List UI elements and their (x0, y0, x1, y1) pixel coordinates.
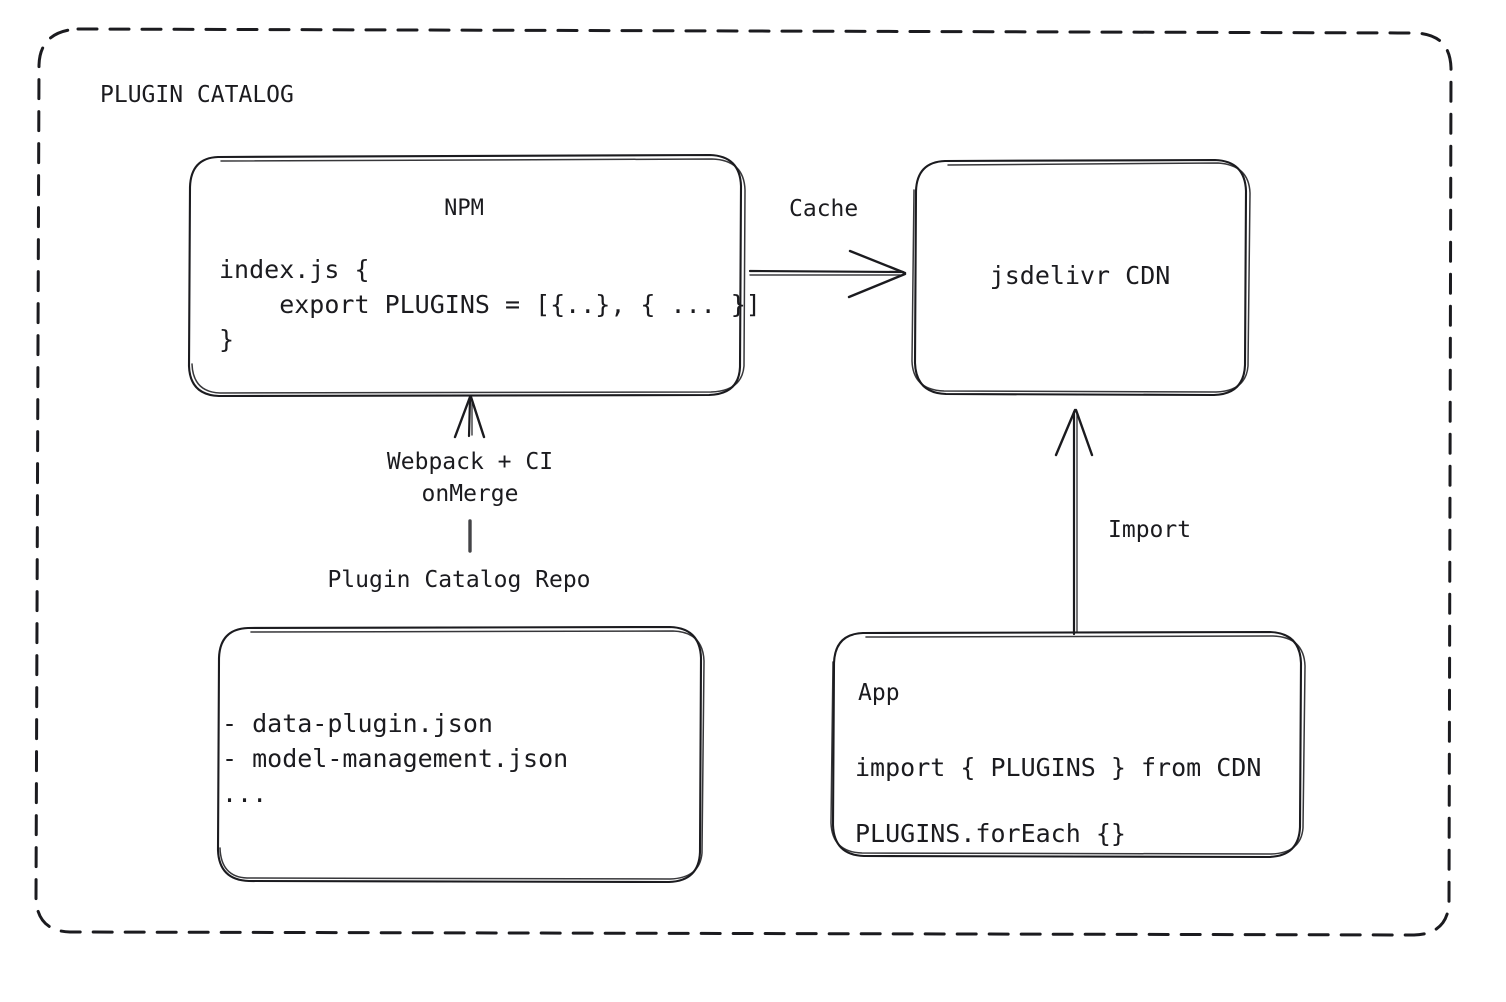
npm-node-box[interactable] (187, 153, 746, 398)
arrow-repo-to-npm (453, 395, 486, 553)
repo-node-file-list: - data-plugin.json - model-management.js… (222, 709, 569, 808)
app-node-title: App (858, 680, 900, 706)
cdn-node-title: jsdelivr CDN (989, 261, 1171, 290)
cdn-node-box[interactable] (911, 158, 1251, 397)
repo-node-box[interactable] (216, 625, 705, 884)
npm-node-code: index.js { export PLUGINS = [{..}, { ...… (219, 255, 761, 354)
app-node-code: import { PLUGINS } from CDN PLUGINS.forE… (855, 753, 1262, 848)
npm-node-title: NPM (444, 196, 484, 221)
plugin-catalog-container (34, 27, 1453, 937)
repo-node-caption: Plugin Catalog Repo (327, 567, 591, 593)
arrow-npm-to-cdn (748, 249, 907, 299)
arrow-app-to-cdn (1054, 408, 1094, 636)
app-node-box[interactable] (830, 630, 1306, 859)
edge-label-import: Import (1108, 517, 1192, 543)
page-title: PLUGIN CATALOG (100, 82, 294, 108)
edge-label-webpack-ci-onmerge: Webpack + CI onMerge (386, 449, 554, 507)
edge-label-cache: Cache (789, 196, 859, 222)
